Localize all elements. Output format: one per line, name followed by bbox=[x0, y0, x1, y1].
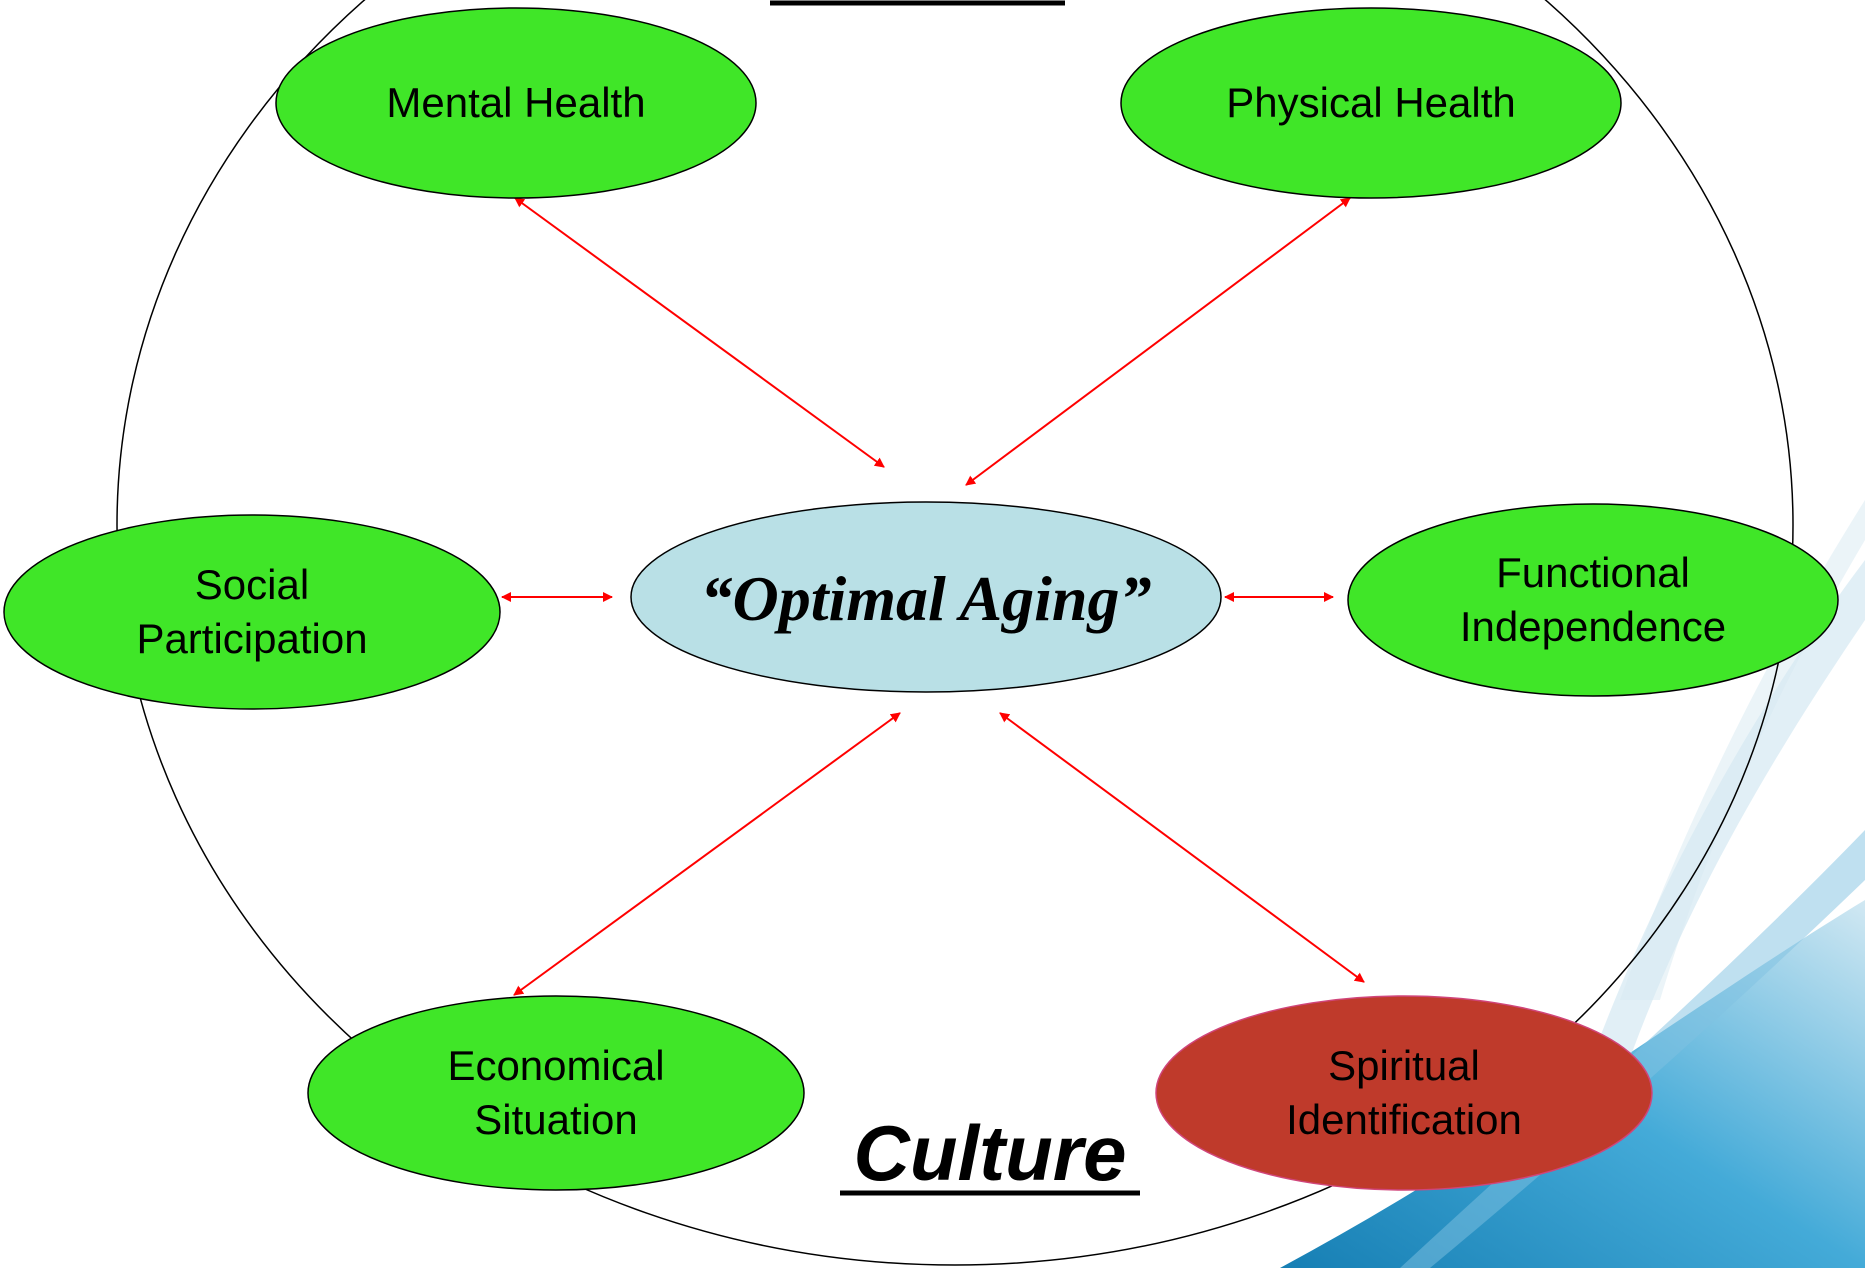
edge-physical-health-to-center bbox=[965, 197, 1351, 486]
node-ellipse-social-participation bbox=[3, 514, 501, 710]
node-ellipse-functional-independence bbox=[1347, 503, 1839, 697]
culture-boundary-circle bbox=[116, 0, 1794, 1266]
center-node-optimal-aging: “Optimal Aging” bbox=[630, 501, 1222, 693]
node-physical-health: Physical Health bbox=[1120, 7, 1622, 199]
node-ellipse-economical-situation bbox=[307, 995, 805, 1191]
node-label-spiritual-identification-line-1: Spiritual bbox=[1328, 1042, 1480, 1089]
node-ellipse-physical-health bbox=[1120, 7, 1622, 199]
node-label-spiritual-identification-line-2: Identification bbox=[1286, 1096, 1522, 1143]
node-label-functional-independence-line-1: Functional bbox=[1496, 549, 1690, 596]
node-label-economical-situation-line-2: Situation bbox=[474, 1096, 637, 1143]
edges-layer bbox=[501, 197, 1365, 996]
node-label-functional-independence-line-2: Independence bbox=[1460, 603, 1726, 650]
node-label-economical-situation-line-1: Economical bbox=[447, 1042, 664, 1089]
center-label: “Optimal Aging” bbox=[700, 563, 1151, 634]
culture-label: Culture bbox=[854, 1109, 1127, 1197]
node-ellipse-mental-health bbox=[275, 7, 757, 199]
culture-label-group: Culture bbox=[840, 1109, 1140, 1197]
node-label-social-participation-line-2: Participation bbox=[136, 615, 367, 662]
nodes-layer: Mental Health Physical HealthSocialPartic… bbox=[3, 7, 1839, 1191]
edge-spiritual-identification-to-center bbox=[999, 712, 1365, 983]
node-label-mental-health-line-1: Mental Health bbox=[386, 79, 645, 126]
node-mental-health: Mental Health bbox=[275, 7, 757, 199]
node-label-physical-health-line-1: Physical Health bbox=[1226, 79, 1515, 126]
edge-mental-health-to-center bbox=[514, 197, 885, 468]
node-ellipse-spiritual-identification bbox=[1155, 995, 1653, 1191]
node-label-social-participation-line-1: Social bbox=[195, 561, 309, 608]
edge-economical-situation-to-center bbox=[513, 712, 901, 996]
